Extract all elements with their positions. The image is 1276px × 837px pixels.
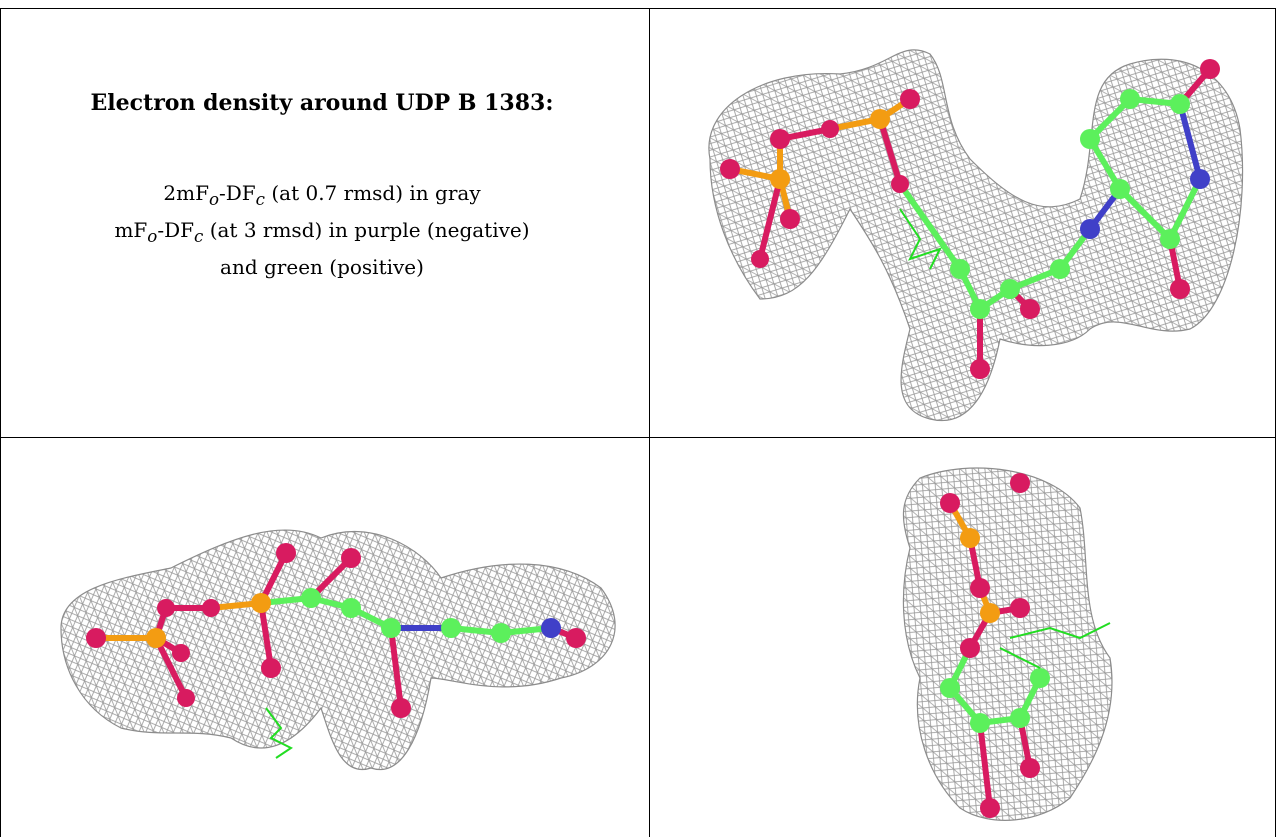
table-border-top [0,8,1276,9]
atoms-3 [940,473,1050,818]
table-border-middle [649,8,650,837]
molecule-view-top-right [650,9,1275,437]
molecule-view-bottom-left [1,438,649,837]
molecule-view-bottom-right [650,438,1275,837]
caption-cell: Electron density around UDP B 1383: 2mFo… [12,90,632,282]
table-border-left [0,8,1,837]
density-render-2 [60,529,616,771]
caption-line-green: and green (positive) [220,255,424,279]
atoms-1 [720,59,1220,379]
caption-title: Electron density around UDP B 1383: [90,90,554,116]
density-mesh-1 [708,49,1244,422]
positive-density-3 [999,622,1111,669]
density-render-1 [708,49,1244,422]
table-row-divider [0,437,1276,438]
density-mesh-3 [902,467,1113,821]
density-render-3 [902,467,1113,821]
atoms-2 [86,543,586,718]
density-mesh-2 [60,529,616,771]
positive-density-1 [899,208,942,270]
positive-density-2 [265,707,293,759]
caption-line-2mfo: 2mFo-DFc (at 0.7 rmsd) in gray [163,181,481,209]
caption-line-mfo: mFo-DFc (at 3 rmsd) in purple (negative) [114,218,530,246]
